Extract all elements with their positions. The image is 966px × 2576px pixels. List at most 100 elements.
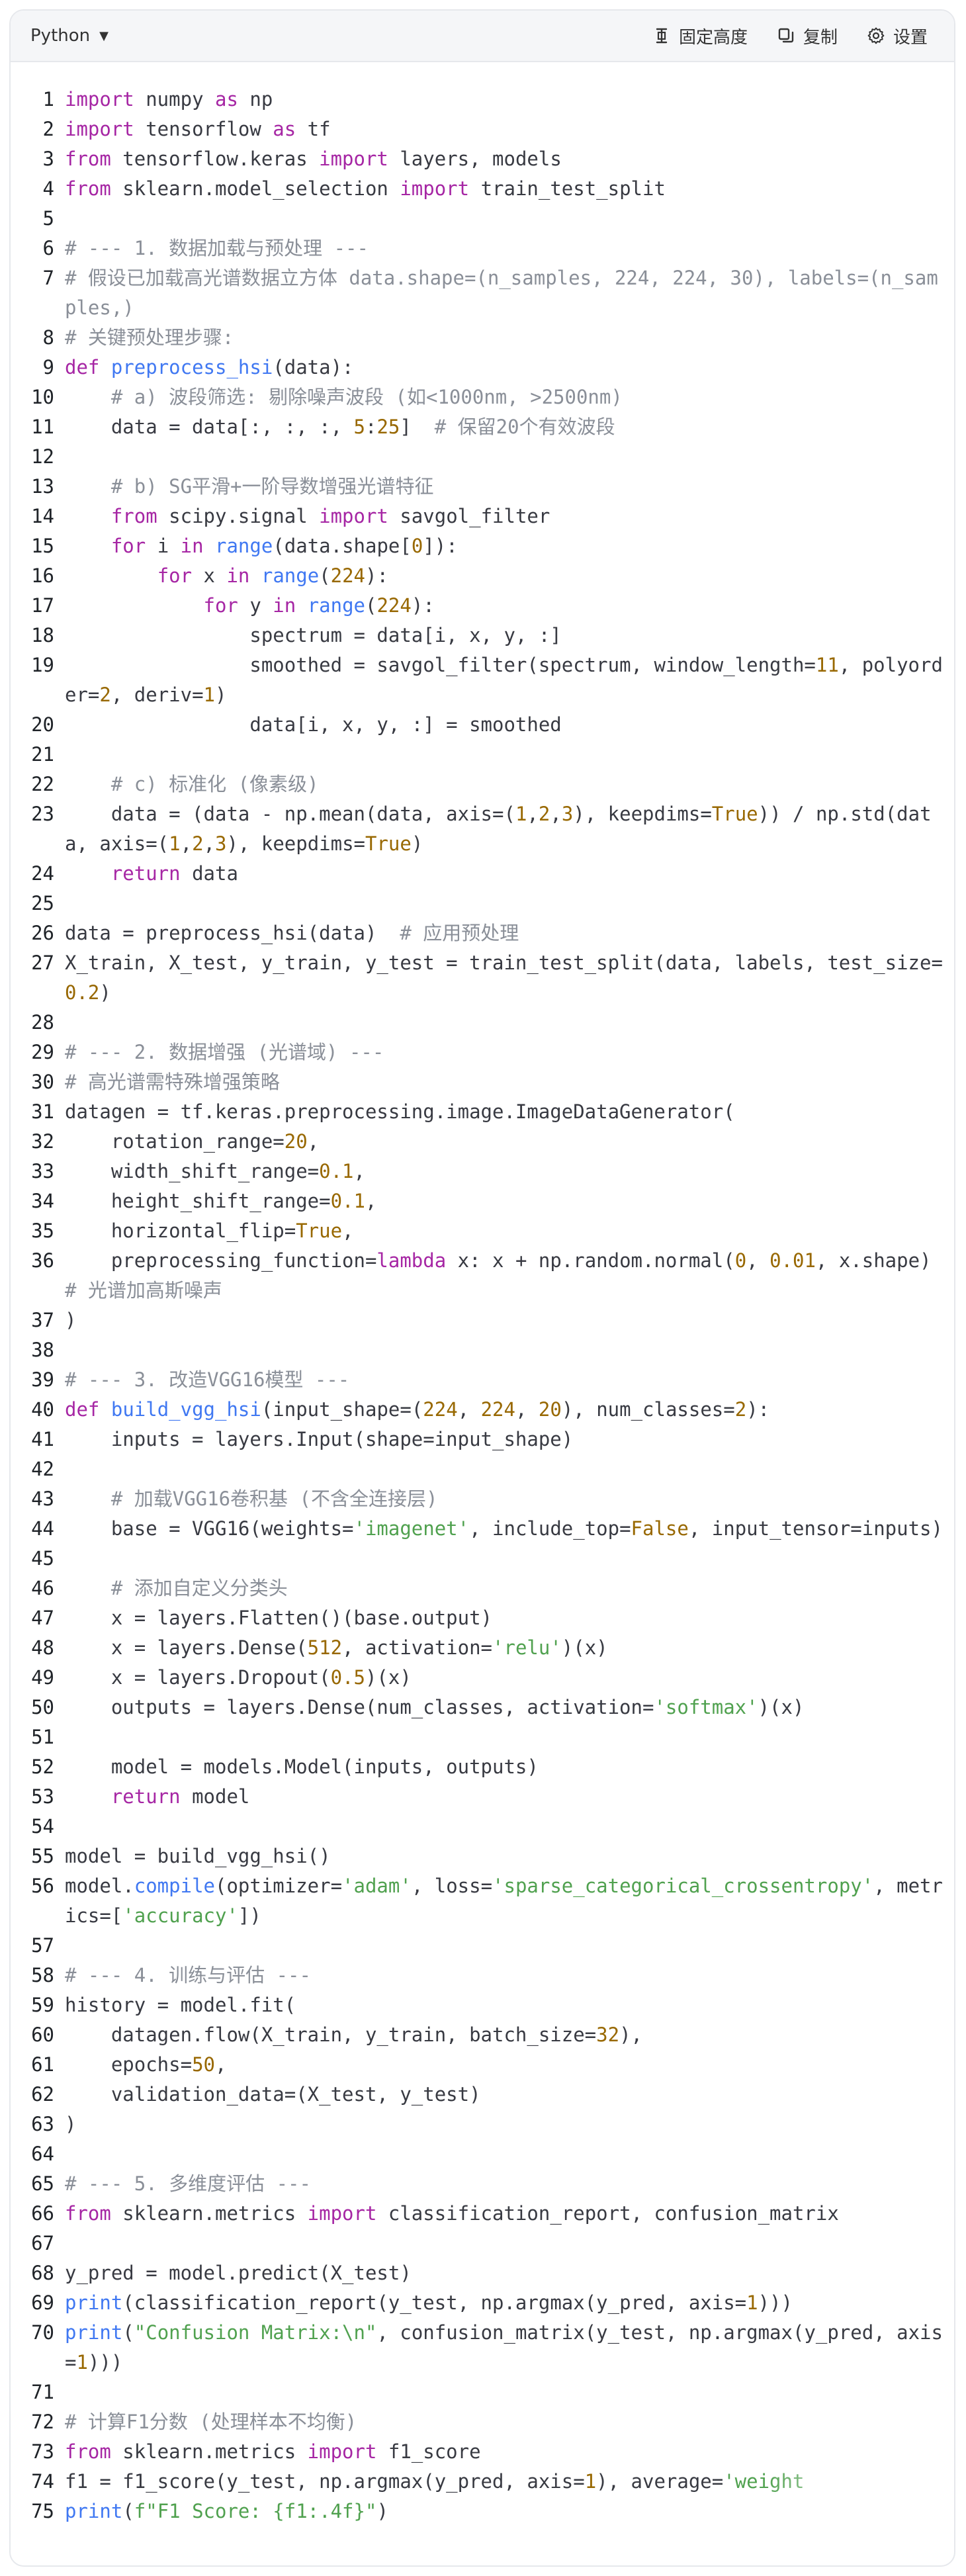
line-number: 54 — [31, 1815, 54, 1838]
code-text — [65, 740, 954, 770]
language-select[interactable]: Python ▼ — [30, 26, 109, 46]
code-token: model. — [65, 1875, 134, 1897]
code-token: # --- 5. 多维度评估 --- — [65, 2172, 311, 2195]
code-text: model = models.Model(inputs, outputs) — [65, 1752, 954, 1782]
code-text: for i in range(data.shape[0]): — [65, 531, 954, 561]
code-line: 47 x = layers.Flatten()(base.output) — [11, 1603, 954, 1633]
code-token: layers, models — [388, 148, 562, 170]
code-token: 'softmax' — [654, 1696, 758, 1718]
code-line: 67 — [11, 2229, 954, 2258]
code-body[interactable]: 1 import numpy as np 2 import tensorflow as… — [11, 62, 954, 2526]
code-token: import — [319, 505, 388, 527]
code-token: # c) 标准化 (像素级) — [110, 773, 319, 795]
code-line: 57 — [11, 1931, 954, 1961]
code-text: datagen = tf.keras.preprocessing.image.I… — [65, 1097, 954, 1127]
code-line: 17 for y in range(224): — [11, 591, 954, 621]
code-token — [249, 564, 261, 587]
code-token: def — [65, 356, 100, 378]
code-token: ), average= — [596, 2470, 724, 2493]
line-number: 71 — [31, 2381, 54, 2403]
toolbar-actions: 固定高度 复制 设置 — [652, 24, 928, 48]
line-number: 32 — [31, 1130, 54, 1153]
line-number: 45 — [31, 1547, 54, 1570]
code-text: # --- 5. 多维度评估 --- — [65, 2169, 954, 2199]
line-number: 40 — [31, 1398, 54, 1421]
line-number: 31 — [31, 1100, 54, 1123]
line-number: 6 — [42, 237, 54, 259]
code-text: model = build_vgg_hsi() — [65, 1842, 954, 1871]
code-text: height_shift_range=0.1, — [65, 1186, 954, 1216]
code-line: 22 # c) 标准化 (像素级) — [11, 770, 954, 799]
code-text: y_pred = model.predict(X_test) — [65, 2258, 954, 2288]
code-token: validation_data=(X_test, y_test) — [65, 2083, 481, 2106]
line-number: 16 — [31, 564, 54, 587]
line-number: 64 — [31, 2143, 54, 2165]
code-token: , confusion_matrix(y_test, np.argmax(y_p… — [65, 2321, 943, 2374]
code-token: , deriv= — [110, 684, 204, 706]
code-token: x: x + np.random.normal( — [446, 1249, 735, 1272]
line-number: 17 — [31, 594, 54, 617]
code-token: # b) SG平滑+一阶导数增强光谱特征 — [110, 475, 434, 498]
code-token: datagen = tf.keras.preprocessing.image.I… — [65, 1100, 735, 1123]
code-token: data = data[:, :, :, — [65, 416, 354, 438]
code-line: 65 # --- 5. 多维度评估 --- — [11, 2169, 954, 2199]
code-text: print(classification_report(y_test, np.a… — [65, 2288, 954, 2318]
code-token: , — [365, 1190, 377, 1212]
code-token — [65, 1488, 111, 1510]
code-text: # 高光谱需特殊增强策略 — [65, 1067, 954, 1097]
code-text: data = preprocess_hsi(data) # 应用预处理 — [65, 918, 954, 948]
code-text: data = (data - np.mean(data, axis=(1,2,3… — [65, 799, 954, 859]
code-token: 1 — [515, 803, 527, 825]
line-number: 65 — [31, 2172, 54, 2195]
code-token: return — [110, 862, 181, 885]
code-token: as — [273, 118, 296, 140]
code-text: rotation_range=20, — [65, 1127, 954, 1157]
line-number: 50 — [31, 1696, 54, 1718]
code-token: , — [746, 1249, 770, 1272]
code-token: , — [515, 1398, 539, 1421]
code-token: 'weight — [723, 2470, 805, 2493]
code-token — [65, 594, 204, 617]
code-token: data = preprocess_hsi(data) — [65, 922, 400, 944]
code-token — [65, 475, 111, 498]
code-token: , polyorder= — [65, 654, 943, 706]
code-token: : — [365, 416, 377, 438]
line-number: 10 — [31, 386, 54, 408]
code-token: f"F1 Score: {f1:.4f}" — [134, 2500, 377, 2522]
code-token: 224 — [480, 1398, 515, 1421]
code-text: preprocessing_function=lambda x: x + np.… — [65, 1246, 954, 1306]
code-token: # --- 4. 训练与评估 --- — [65, 1964, 311, 1986]
code-token: ): — [411, 594, 435, 617]
code-token: tf — [296, 118, 331, 140]
code-line: 15 for i in range(data.shape[0]): — [11, 531, 954, 561]
code-token: 2 — [538, 803, 550, 825]
code-text: for x in range(224): — [65, 561, 954, 591]
code-token: range — [307, 594, 365, 617]
code-token: ))) — [87, 2351, 123, 2374]
code-line: 39# --- 3. 改造VGG16模型 --- — [11, 1365, 954, 1395]
code-token: np — [238, 88, 273, 111]
code-token: sklearn.metrics — [110, 2440, 308, 2463]
settings-button[interactable]: 设置 — [867, 24, 928, 48]
code-token: , — [342, 1220, 354, 1242]
code-text: base = VGG16(weights='imagenet', include… — [65, 1514, 954, 1544]
fix-height-button[interactable]: 固定高度 — [652, 24, 748, 48]
code-token: )(x) — [561, 1636, 608, 1659]
code-text — [65, 1008, 954, 1038]
code-token: 3 — [215, 832, 227, 855]
code-token: lambda — [376, 1249, 447, 1272]
line-number: 51 — [31, 1726, 54, 1748]
code-line: 45 — [11, 1544, 954, 1574]
code-token: def — [65, 1398, 100, 1421]
code-token: 25 — [376, 416, 400, 438]
copy-button[interactable]: 复制 — [777, 24, 838, 48]
code-text: import numpy as np — [65, 85, 954, 114]
code-token: compile — [134, 1875, 215, 1897]
code-token: (data): — [273, 356, 354, 378]
code-text: import tensorflow as tf — [65, 114, 954, 144]
